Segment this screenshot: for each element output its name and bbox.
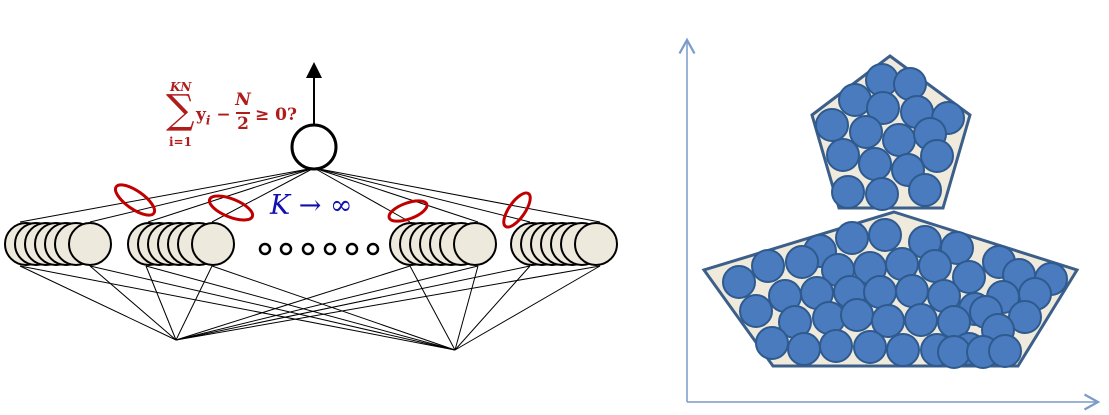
dot-2: [279, 242, 293, 256]
input-connection-15: [454, 265, 531, 351]
packed-circle-48: [904, 303, 938, 337]
packed-circle-19: [835, 221, 869, 255]
output-connection-8: [313, 167, 601, 223]
input-connection-1: [19, 265, 177, 341]
synapse-ellipse-3: [387, 199, 429, 223]
output-connection-1: [19, 167, 315, 223]
packed-circle-47: [871, 304, 905, 338]
fraction-bar: [236, 112, 250, 114]
packed-circle-2: [893, 67, 927, 101]
packed-circle-46: [840, 298, 874, 332]
packed-circle-22: [940, 231, 974, 265]
minus-sign: −: [216, 105, 231, 125]
dot-5: [345, 242, 359, 256]
packed-circle-4: [866, 91, 900, 125]
summand-symbol: y: [196, 105, 206, 125]
output-neuron: [290, 123, 338, 171]
packed-circle-57: [886, 333, 920, 367]
fraction-numerator: N: [235, 90, 251, 110]
output-connection-5: [313, 167, 411, 223]
packed-circle-7: [815, 108, 849, 142]
dot-6: [366, 242, 380, 256]
output-connection-2: [89, 167, 315, 223]
hidden-unit-3-7: [453, 222, 497, 266]
sum-lower-limit: i=1: [169, 135, 192, 149]
synapse-ellipse-2: [207, 194, 255, 222]
packed-circle-56: [853, 330, 887, 364]
sum-sign: ∑: [166, 87, 195, 133]
threshold-rhs: ≥ 0?: [255, 105, 297, 125]
limit-label: K → ∞: [270, 190, 353, 221]
packed-circle-9: [882, 123, 916, 157]
dot-4: [323, 242, 337, 256]
hidden-unit-groups: [4, 222, 618, 266]
input-connection-10: [89, 265, 456, 351]
output-connection-6: [313, 167, 479, 223]
fraction-denominator: 2: [237, 114, 249, 134]
packed-circle-38: [895, 274, 929, 308]
packed-circle-55: [819, 329, 853, 363]
input-connection-6: [175, 265, 479, 341]
output-connection-lines: [19, 167, 601, 223]
input-connection-lines: [19, 265, 601, 351]
summand-subscript: i: [205, 113, 211, 128]
input-connection-7: [175, 265, 531, 341]
packed-circle-51: [1008, 300, 1042, 334]
input-connection-9: [19, 265, 456, 351]
input-connection-4: [175, 265, 213, 341]
dot-3: [301, 242, 315, 256]
packed-circle-12: [858, 147, 892, 181]
input-connection-11: [145, 265, 456, 351]
packed-circle-18: [868, 218, 902, 252]
packed-circle-16: [865, 177, 899, 211]
hidden-unit-2-7: [191, 222, 235, 266]
synapse-ellipse-4: [502, 191, 532, 229]
input-connection-3: [145, 265, 177, 341]
input-connection-8: [175, 265, 601, 341]
packed-circle-8: [849, 115, 883, 149]
packed-circle-17: [908, 173, 942, 207]
packed-circle-45: [812, 301, 846, 335]
sum-upper-limit: KN: [170, 80, 192, 94]
packed-circle-60: [937, 335, 971, 369]
input-connection-14: [454, 265, 479, 351]
synapse-ellipses: [113, 183, 532, 229]
packed-circle-11: [826, 138, 860, 172]
output-connection-3: [147, 167, 315, 223]
packed-circle-26: [722, 265, 756, 299]
output-connection-4: [211, 167, 315, 223]
input-connection-5: [175, 265, 411, 341]
packed-circle-15: [831, 175, 865, 209]
packed-circle-62: [988, 334, 1022, 368]
hidden-unit-1-7: [68, 222, 112, 266]
summand: yi −: [196, 105, 231, 127]
packed-circle-43: [739, 294, 773, 328]
packed-circle-54: [787, 332, 821, 366]
packed-circle-33: [952, 260, 986, 294]
ellipsis-dots: [258, 242, 380, 256]
packed-circle-32: [918, 249, 952, 283]
input-connection-16: [454, 265, 601, 351]
input-connection-12: [211, 265, 456, 351]
axes: [678, 37, 1101, 411]
packed-circle-3: [838, 83, 872, 117]
packed-circle-14: [920, 139, 954, 173]
input-connection-13: [409, 265, 456, 351]
input-connection-2: [89, 265, 177, 341]
packed-circles: [722, 63, 1068, 369]
packed-circle-53: [755, 326, 789, 360]
dot-1: [258, 242, 272, 256]
hidden-unit-4-7: [574, 222, 618, 266]
synapse-ellipse-1: [113, 183, 157, 217]
packed-circle-28: [785, 245, 819, 279]
fraction: N 2: [235, 90, 251, 134]
output-connection-7: [313, 167, 531, 223]
packed-circle-27: [751, 249, 785, 283]
